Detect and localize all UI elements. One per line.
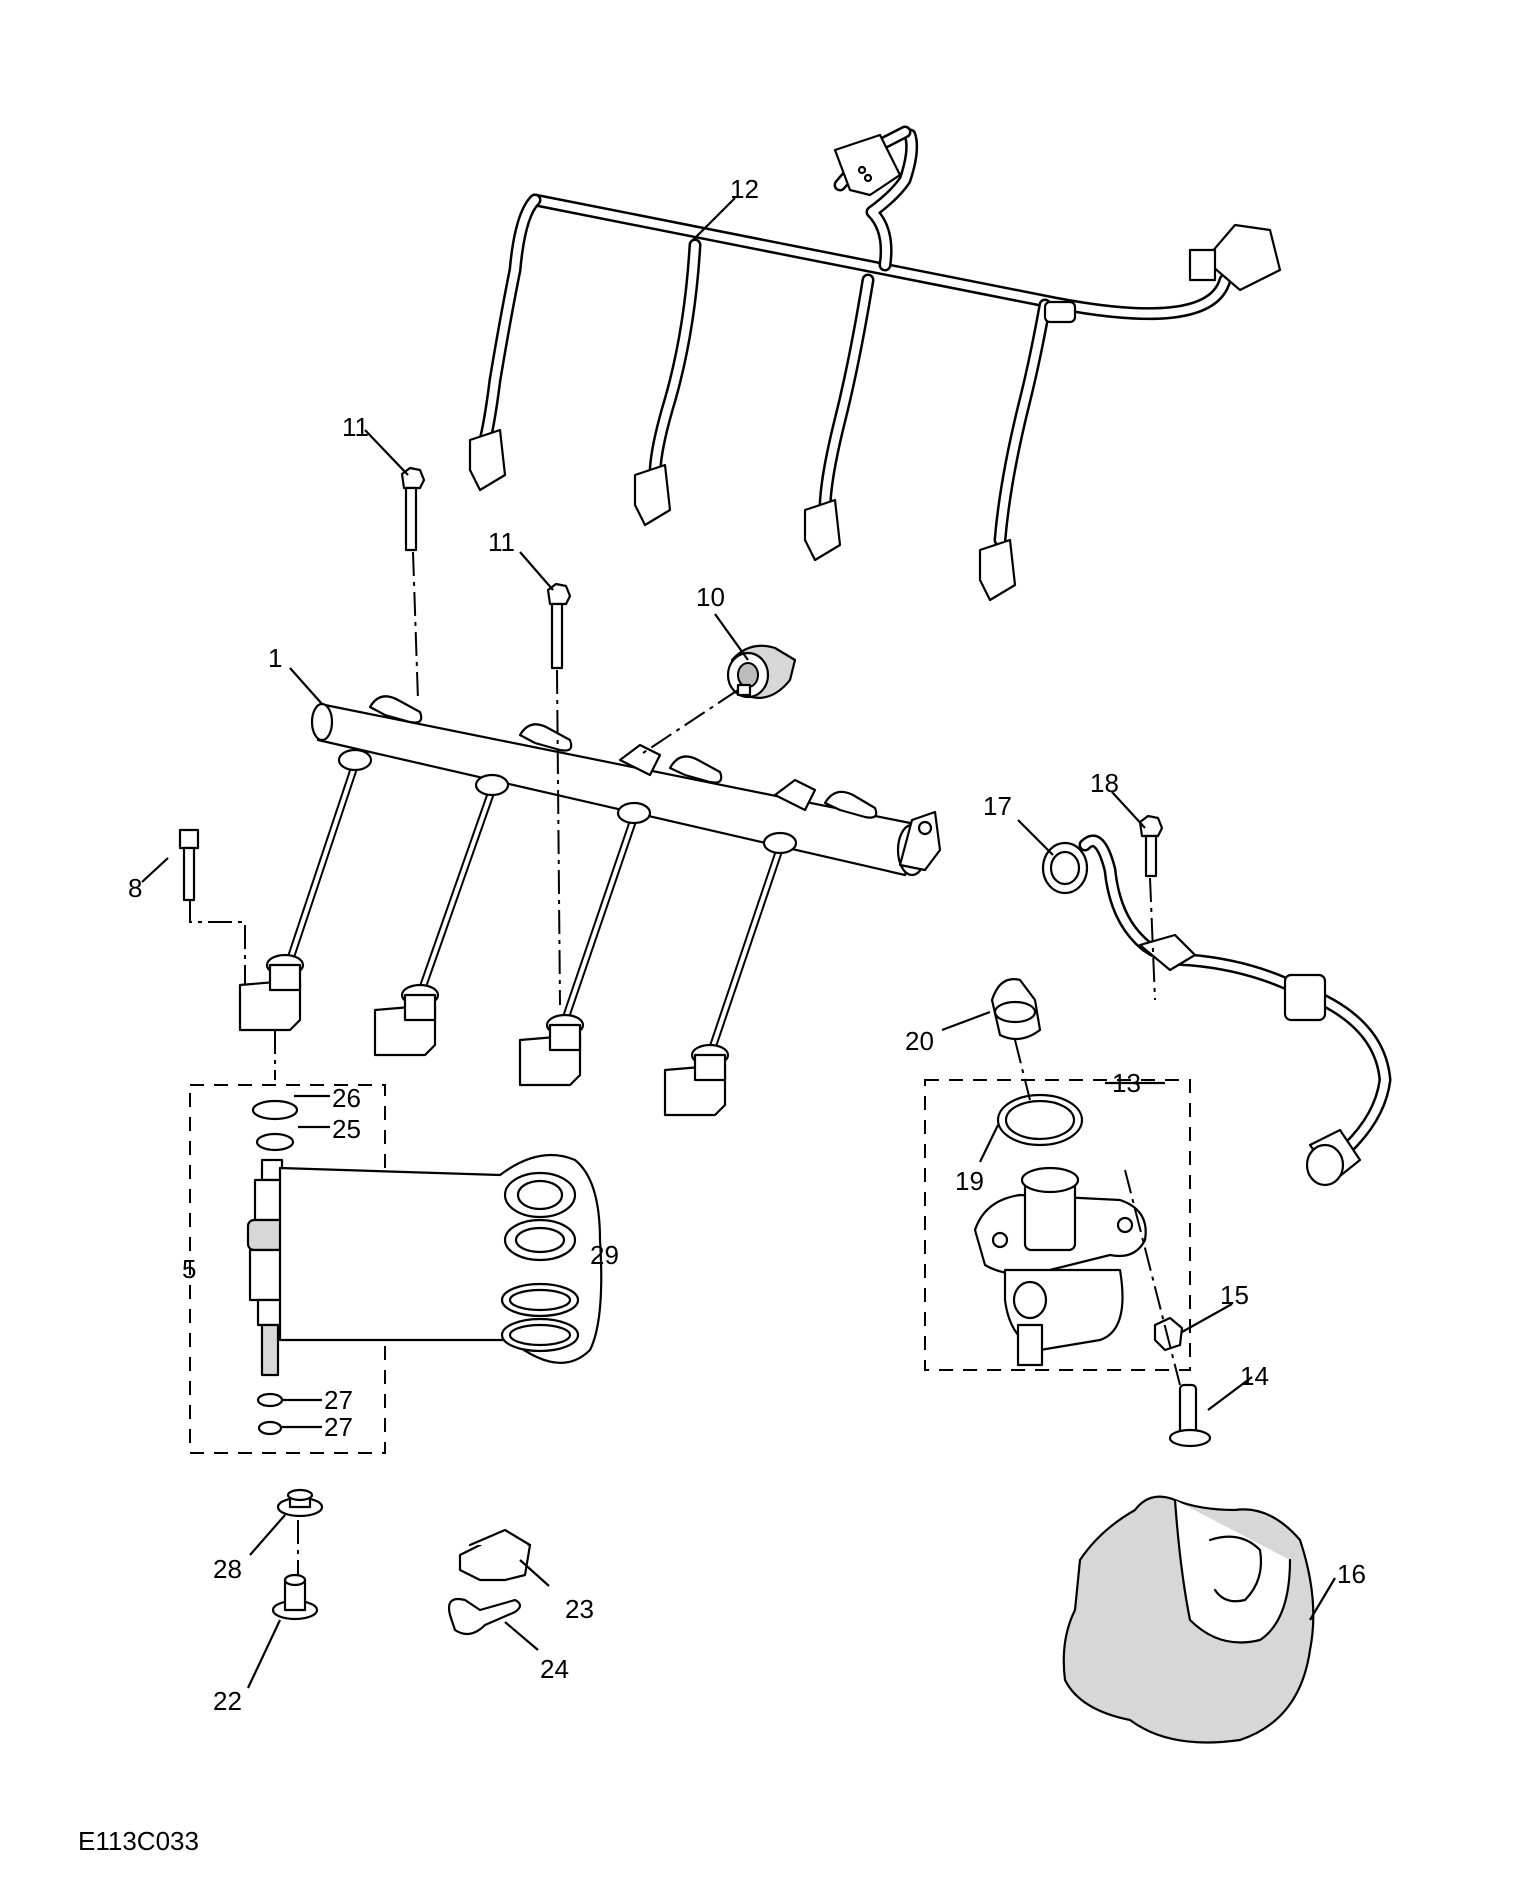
plug-22	[271, 1573, 319, 1621]
callout-24: 24	[540, 1654, 569, 1684]
callout-13: 13	[1112, 1068, 1141, 1098]
bolt-18	[1138, 814, 1164, 878]
callout-28: 28	[213, 1554, 242, 1584]
bolt-14	[1168, 1383, 1212, 1448]
rail-injector-leads	[286, 748, 798, 1059]
clip-23	[458, 1528, 532, 1582]
callout-10: 10	[696, 582, 725, 612]
pump-cap-20	[990, 978, 1042, 1041]
figure-code: E113C033	[78, 1826, 199, 1856]
callout-27-lower: 27	[324, 1412, 353, 1442]
bolt-11-left	[400, 466, 426, 552]
callout-14: 14	[1240, 1361, 1269, 1391]
high-pressure-fuel-line	[1041, 834, 1392, 1187]
fuel-rail	[310, 695, 942, 877]
pump-acoustic-cover	[1062, 1495, 1315, 1744]
callout-23: 23	[565, 1594, 594, 1624]
bolt-8	[178, 828, 200, 902]
alignment-lines	[189, 551, 1181, 1575]
callout-27-upper: 27	[324, 1385, 353, 1415]
callout-8: 8	[128, 873, 142, 903]
injector-cups	[238, 953, 730, 1117]
callout-11-left: 11	[342, 412, 369, 442]
callout-18: 18	[1090, 768, 1119, 798]
callout-12: 12	[730, 174, 759, 204]
callout-29: 29	[590, 1240, 619, 1270]
callout-11-center: 11	[488, 527, 515, 557]
injector-wiring-harness	[468, 125, 1282, 602]
bolt-11-center	[546, 582, 572, 670]
callout-leaders	[141, 197, 1336, 1689]
injector-seal-kit	[278, 1153, 603, 1364]
callout-5: 5	[182, 1254, 196, 1284]
callout-25: 25	[332, 1114, 361, 1144]
plug-28	[276, 1488, 324, 1518]
callout-16: 16	[1337, 1559, 1366, 1589]
callout-20: 20	[905, 1026, 934, 1056]
clip-24	[447, 1597, 522, 1636]
callout-1: 1	[268, 643, 282, 673]
high-pressure-fuel-pump	[924, 1079, 1191, 1371]
callout-26: 26	[332, 1083, 361, 1113]
callout-17: 17	[983, 791, 1012, 821]
callout-labels: 1 5 8 10 11 11 12 13 14 15 16 17 18 19 2…	[128, 174, 1366, 1716]
callout-22: 22	[213, 1686, 242, 1716]
fuel-pressure-sensor	[726, 644, 797, 699]
nut-15	[1153, 1316, 1184, 1352]
callout-19: 19	[955, 1166, 984, 1196]
callout-15: 15	[1220, 1280, 1249, 1310]
